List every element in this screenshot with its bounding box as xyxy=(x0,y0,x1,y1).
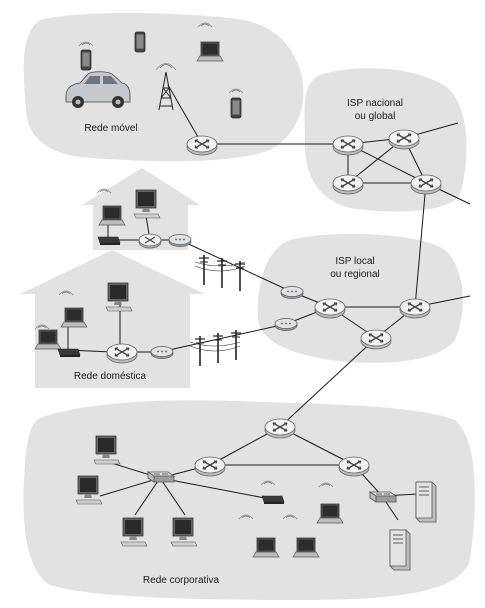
desktop-icon xyxy=(93,435,121,465)
local-isp-cloud xyxy=(257,234,463,363)
local-isp-label-2: ou regional xyxy=(330,269,379,280)
modem-icon xyxy=(97,236,121,246)
modem-icon xyxy=(57,348,81,358)
desktop-icon xyxy=(120,517,148,547)
router-icon xyxy=(332,135,364,156)
desktop-icon xyxy=(105,282,133,312)
server-icon xyxy=(389,529,411,571)
router-icon xyxy=(138,233,162,249)
car-icon xyxy=(65,71,131,108)
cable-headend-icon xyxy=(280,286,304,299)
cell-tower-icon xyxy=(155,63,177,111)
switch-icon xyxy=(147,471,175,483)
small-house xyxy=(82,168,200,250)
router-icon xyxy=(410,174,442,195)
utility-pole-icon xyxy=(194,335,206,367)
router-icon xyxy=(314,298,346,319)
router-icon xyxy=(106,343,138,364)
home-network-label: Rede doméstica xyxy=(74,371,147,382)
router-icon xyxy=(194,456,226,477)
router-icon xyxy=(332,174,364,195)
cable-modem-icon xyxy=(150,346,174,359)
desktop-icon xyxy=(170,517,198,547)
utility-pole-icon xyxy=(212,332,224,364)
server-icon xyxy=(415,481,437,523)
cable-modem-icon xyxy=(168,234,192,247)
corporate-network-label: Rede corporativa xyxy=(143,575,220,586)
router-icon xyxy=(186,135,218,156)
corporate-network-cloud xyxy=(23,400,475,600)
router-icon xyxy=(399,298,431,319)
desktop-icon xyxy=(133,189,161,219)
router-icon xyxy=(264,418,296,439)
local-isp-label: ISP local xyxy=(335,256,374,267)
home-house xyxy=(20,250,205,388)
router-icon xyxy=(338,456,370,477)
desktop-icon xyxy=(75,475,103,505)
switch-icon xyxy=(369,491,397,503)
router-icon xyxy=(388,129,420,150)
utility-pole-icon xyxy=(234,260,246,292)
router-icon xyxy=(360,329,392,350)
cable-headend-icon xyxy=(274,318,298,331)
national-isp-label: ISP nacional xyxy=(347,98,403,109)
mobile-network-label: Rede móvel xyxy=(84,123,137,134)
national-isp-label-2: ou global xyxy=(355,111,396,122)
smartphone-icon xyxy=(134,31,146,53)
utility-pole-icon xyxy=(216,257,228,289)
